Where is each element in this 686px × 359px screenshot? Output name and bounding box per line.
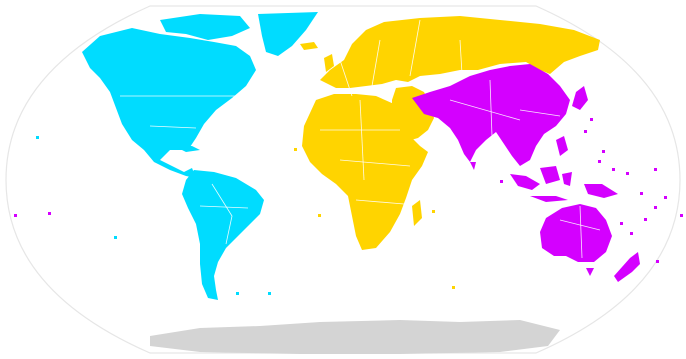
island-dot	[656, 260, 659, 263]
island-dot	[452, 286, 455, 289]
island-dot	[640, 192, 643, 195]
island-dot	[612, 168, 615, 171]
region-americas	[82, 12, 318, 300]
country-border	[579, 205, 583, 259]
country-border	[355, 199, 405, 205]
country-border	[519, 109, 561, 117]
island-dot	[598, 160, 601, 163]
island-dot	[620, 222, 623, 225]
island-dot	[114, 236, 117, 239]
borneo	[540, 166, 560, 184]
island-dot	[654, 206, 657, 209]
country-border	[199, 205, 249, 209]
greenland	[258, 12, 318, 56]
island-dot	[626, 172, 629, 175]
country-border	[359, 99, 365, 181]
island-dot	[318, 214, 321, 217]
country-border	[339, 59, 353, 97]
caribbean	[174, 146, 200, 152]
small-islands	[14, 118, 683, 295]
island-dot	[630, 232, 633, 235]
island-dot	[520, 160, 523, 163]
country-border	[449, 99, 521, 121]
uk-ireland	[324, 54, 334, 72]
island-dot	[14, 214, 17, 217]
sri-lanka	[470, 162, 476, 170]
country-border	[489, 79, 493, 137]
arctic-islands	[160, 14, 250, 40]
island-dot	[602, 150, 605, 153]
new-guinea	[584, 184, 618, 198]
country-borders	[120, 19, 601, 259]
indonesia	[510, 174, 540, 190]
europe-russia	[320, 16, 600, 88]
tasmania	[586, 268, 594, 276]
island-dot	[680, 214, 683, 217]
island-dot	[584, 130, 587, 133]
japan	[572, 86, 588, 110]
country-border	[371, 39, 381, 87]
island-dot	[644, 218, 647, 221]
north-america	[82, 28, 256, 178]
country-border	[339, 159, 411, 167]
country-border	[211, 183, 233, 245]
philippines	[556, 136, 568, 156]
country-border	[459, 39, 463, 75]
island-dot	[268, 292, 271, 295]
sulawesi	[562, 172, 572, 186]
island-dot	[36, 136, 39, 139]
new-zealand	[614, 252, 640, 282]
island-dot	[500, 180, 503, 183]
island-dot	[294, 148, 297, 151]
java	[530, 196, 568, 202]
island-dot	[654, 168, 657, 171]
africa	[302, 94, 428, 250]
australia	[540, 204, 612, 262]
island-dot	[432, 210, 435, 213]
country-border	[409, 19, 421, 77]
south-america	[182, 170, 264, 300]
island-dot	[664, 196, 667, 199]
country-border	[559, 219, 601, 231]
country-border	[149, 125, 197, 129]
region-emea	[300, 16, 600, 250]
island-dot	[590, 118, 593, 121]
antarctica	[150, 320, 560, 354]
island-dot	[236, 292, 239, 295]
iceland	[300, 42, 318, 50]
island-dot	[48, 212, 51, 215]
region-antarctica	[150, 320, 560, 354]
madagascar	[412, 200, 422, 226]
